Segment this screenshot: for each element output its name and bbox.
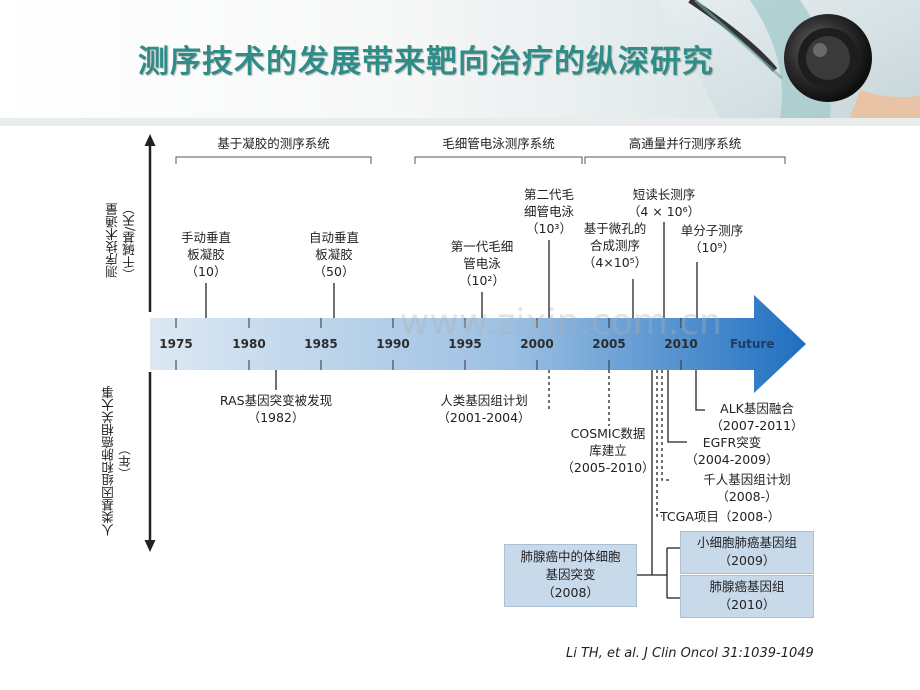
event-hgp: 人类基因组计划（2001-2004） [437, 393, 531, 425]
bracket-capillary [414, 156, 583, 164]
event-auto-gel: 自动垂直板凝胶（50） [308, 230, 359, 279]
axis-up-arrowhead [144, 134, 156, 146]
event-alk: ALK基因融合（2007-2011） [710, 401, 804, 433]
event-ras: RAS基因突变被发现（1982） [219, 393, 333, 425]
axis-down-arrowhead [144, 540, 156, 552]
year-label: 2010 [664, 337, 698, 351]
year-label: 1995 [448, 337, 482, 351]
event-microwell: 基于微孔的合成测序（4×10⁵） [582, 221, 648, 270]
header-divider [0, 118, 920, 126]
year-label: 1975 [159, 337, 193, 351]
axis-bottom-label: 人类基因组和肺癌相关大事 （年） [101, 386, 133, 536]
connector-alk [695, 370, 705, 411]
timeline-arrow [150, 295, 806, 393]
event-manual-gel: 手动垂直板凝胶（10） [180, 230, 231, 279]
year-label: 1985 [304, 337, 338, 351]
axis-top-label: 测序技术通量 （千碱基/天） [105, 201, 137, 281]
event-second-capillary: 第二代毛细管电泳（10³） [523, 187, 574, 236]
bracket-label-capillary: 毛细管电泳测序系统 [442, 136, 555, 151]
bracket-gel [175, 156, 372, 164]
citation: Li TH, et al. J Clin Oncol 31:1039-1049 [566, 646, 814, 661]
box-sclc-genome: 小细胞肺癌基因组（2009） [680, 531, 814, 574]
event-short-read: 短读长测序（4 × 10⁶） [627, 187, 701, 219]
bracket-highthroughput [584, 156, 786, 164]
event-egfr: EGFR突变（2004-2009） [685, 435, 779, 467]
event-cosmic: COSMIC数据库建立（2005-2010） [561, 426, 655, 475]
connector-egfr [667, 370, 687, 443]
box-somatic-mutations: 肺腺癌中的体细胞基因突变（2008） [504, 544, 637, 607]
connector-tcga [656, 370, 662, 517]
event-first-capillary: 第一代毛细管电泳（10²） [450, 239, 514, 288]
future-label: Future [730, 337, 775, 351]
connector-thousand [661, 370, 670, 481]
event-thousand-genomes: 千人基因组计划（2008-） [703, 472, 791, 504]
year-label: 1990 [376, 337, 410, 351]
event-single-molecule: 单分子测序（10⁹） [680, 223, 744, 255]
bracket-label-gel: 基于凝胶的测序系统 [217, 136, 330, 151]
box-adeno-genome: 肺腺癌基因组（2010） [680, 575, 814, 618]
year-label: 2000 [520, 337, 554, 351]
event-tcga: TCGA项目（2008-） [660, 509, 781, 524]
stethoscope-photo [660, 0, 920, 118]
watermark: www.zixin.com.cn [400, 302, 722, 343]
bracket-label-highthroughput: 高通量并行测序系统 [628, 136, 742, 151]
year-label: 2005 [592, 337, 626, 351]
page-title: 测序技术的发展带来靶向治疗的纵深研究 [138, 44, 714, 80]
year-label: 1980 [232, 337, 266, 351]
